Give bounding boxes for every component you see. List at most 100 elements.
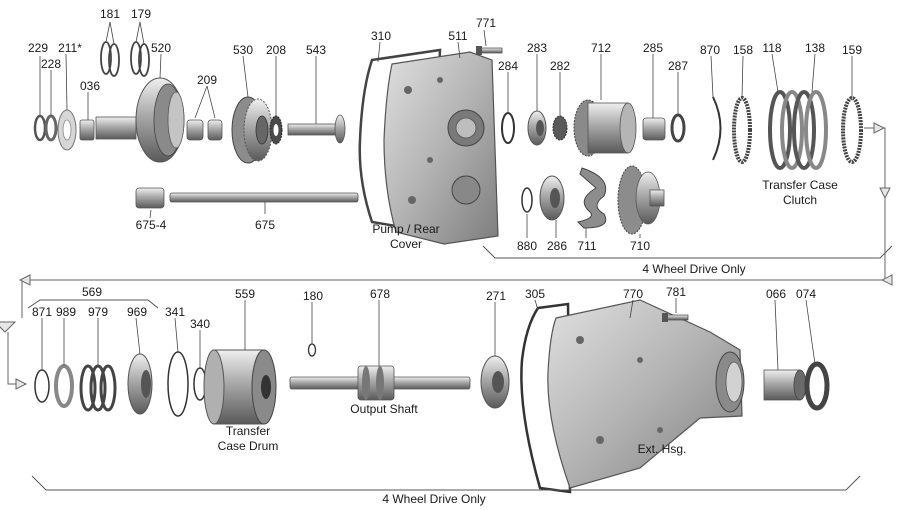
label-066: 066	[765, 287, 787, 301]
label-511: 511	[448, 29, 468, 43]
caption-tcc-line1: Transfer Case	[762, 178, 838, 192]
label-285: 285	[642, 41, 664, 55]
part-989-washer	[54, 364, 74, 408]
label-675-4: 675-4	[135, 218, 167, 232]
part-871-ring	[34, 369, 50, 403]
part-286-bearing	[539, 175, 565, 221]
label-771: 771	[475, 16, 497, 30]
label-543: 543	[305, 43, 327, 57]
label-271: 271	[485, 289, 507, 303]
part-675-4-sleeve	[135, 187, 165, 209]
part-979-springs	[79, 364, 117, 412]
label-305: 305	[524, 287, 546, 301]
leader-lines	[39, 21, 853, 371]
part-969-piston	[127, 353, 153, 415]
label-228: 228	[40, 57, 62, 71]
label-179: 179	[130, 7, 152, 21]
label-710: 710	[629, 239, 651, 253]
label-969: 969	[126, 305, 148, 319]
part-158-plate	[732, 96, 752, 164]
part-287-ring	[670, 113, 686, 143]
caption-output-shaft: Output Shaft	[350, 402, 418, 416]
part-209-bearing-b	[207, 119, 223, 141]
part-310-gasket	[358, 48, 442, 234]
label-678: 678	[369, 287, 391, 301]
label-880: 880	[516, 239, 538, 253]
part-511-pump-cover	[383, 51, 499, 245]
caption-pump-cover: Pump / Rear Cover	[372, 222, 439, 252]
label-180: 180	[302, 289, 324, 303]
label-340: 340	[189, 317, 211, 331]
part-678-output-shaft	[289, 365, 471, 401]
label-138: 138	[804, 41, 826, 55]
label-559: 559	[234, 287, 256, 301]
label-229: 229	[27, 41, 49, 55]
part-710-gear	[617, 165, 665, 235]
caption-pump-line2: Cover	[389, 237, 423, 251]
label-675: 675	[254, 218, 276, 232]
part-530-gear	[231, 96, 273, 164]
caption-transfer-case-drum: Transfer Case Drum	[218, 424, 279, 454]
part-228-ring	[44, 114, 58, 142]
part-209-bearing-a	[186, 119, 204, 141]
label-712: 712	[590, 41, 612, 55]
caption-drum-line2: Case Drum	[217, 439, 279, 453]
label-282: 282	[549, 59, 571, 73]
part-305-gasket	[520, 302, 572, 494]
caption-ext-hsg: Ext. Hsg.	[637, 442, 687, 456]
part-074-seal	[804, 361, 830, 411]
caption-4wd-top: 4 Wheel Drive Only	[642, 262, 746, 276]
label-341: 341	[164, 305, 186, 319]
label-074: 074	[795, 287, 817, 301]
part-036-bushing	[79, 119, 95, 141]
label-711: 711	[577, 239, 597, 253]
label-158: 158	[732, 43, 754, 57]
label-211: 211*	[58, 41, 82, 55]
label-283: 283	[526, 41, 548, 55]
part-520-hub	[95, 77, 185, 163]
label-569: 569	[81, 285, 103, 299]
caption-4wd-bottom: 4 Wheel Drive Only	[382, 492, 486, 506]
part-559-drum	[203, 349, 277, 425]
part-880-ring	[521, 187, 533, 213]
label-989: 989	[55, 305, 77, 319]
bracket-top	[482, 245, 893, 259]
label-870: 870	[699, 43, 721, 57]
label-287: 287	[667, 59, 689, 73]
part-159-plate	[841, 96, 863, 164]
part-675-shaft	[169, 192, 359, 203]
label-118: 118	[762, 41, 782, 55]
label-770: 770	[622, 287, 644, 301]
part-285-bearing	[642, 117, 666, 141]
part-543-shaft	[287, 114, 346, 144]
label-286: 286	[546, 239, 568, 253]
part-229-ring	[33, 114, 47, 142]
label-208: 208	[265, 43, 287, 57]
bracket-569	[27, 299, 159, 309]
label-781: 781	[665, 285, 687, 299]
label-159: 159	[841, 43, 863, 57]
part-284-ring	[501, 112, 515, 144]
label-310: 310	[370, 29, 392, 43]
part-283-bearing	[527, 110, 547, 146]
caption-drum-line1: Transfer	[225, 424, 271, 438]
part-870-snap-ring	[712, 96, 722, 161]
caption-transfer-case-clutch: Transfer Case Clutch	[762, 178, 838, 208]
label-209: 209	[196, 73, 218, 87]
part-282-bearing	[552, 115, 568, 141]
label-530: 530	[232, 43, 254, 57]
caption-pump-line1: Pump / Rear	[372, 222, 440, 236]
label-284: 284	[497, 59, 519, 73]
label-979: 979	[87, 305, 109, 319]
caption-tcc-line2: Clutch	[782, 193, 817, 207]
bracket-bottom	[31, 475, 861, 491]
label-036: 036	[79, 79, 101, 93]
part-712-gear	[573, 99, 637, 157]
part-066-bushing	[763, 369, 807, 401]
label-181: 181	[99, 7, 121, 21]
part-341-seal	[167, 351, 189, 417]
part-271-bearing	[480, 355, 510, 409]
label-871: 871	[31, 305, 53, 319]
part-781-bolt	[662, 313, 689, 322]
